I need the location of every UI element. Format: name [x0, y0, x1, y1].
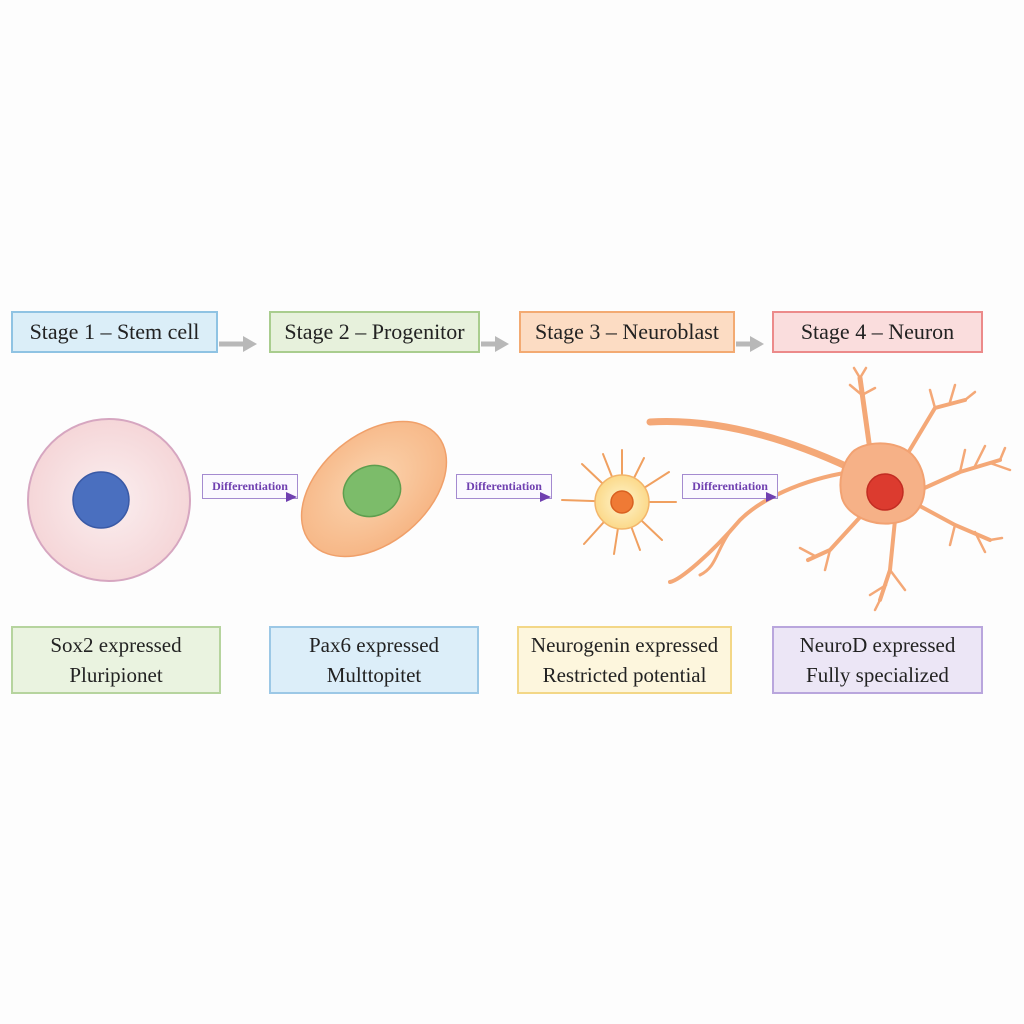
neuroblast-nucleus: [610, 490, 634, 514]
marker-potency: Multtopitet: [326, 663, 422, 687]
stage-1-title: Stage 1 – Stem cell: [11, 311, 218, 353]
stage-3-title: Stage 3 – Neuroblast: [519, 311, 735, 353]
marker-expression: Pax6 expressed: [308, 633, 440, 657]
purple-arrowhead-icon: [286, 492, 297, 502]
stem-cell-nucleus: [72, 471, 130, 529]
stage-3-markers: Neurogenin expressed Restricted potentia…: [517, 626, 732, 694]
purple-arrowhead-icon: [766, 492, 777, 502]
neuron-nucleus: [866, 473, 904, 511]
progenitor-nucleus: [342, 464, 402, 518]
stage-1-markers: Sox2 expressed Pluripionet: [11, 626, 221, 694]
marker-potency: Pluripionet: [69, 663, 163, 687]
gray-arrow-icon: [736, 336, 764, 352]
marker-potency: Fully specialized: [806, 663, 949, 687]
differentiation-label-2: Differentiation: [456, 474, 552, 499]
stage-2-markers: Pax6 expressed Multtopitet: [269, 626, 479, 694]
marker-expression: Sox2 expressed: [50, 633, 182, 657]
gray-arrow-icon: [481, 336, 509, 352]
stage-2-title: Stage 2 – Progenitor: [269, 311, 480, 353]
progenitor-cell-illustration: [300, 420, 448, 558]
differentiation-label-3: Differentiation: [682, 474, 778, 499]
neuroblast-illustration: [561, 449, 677, 555]
stem-cell-illustration: [27, 418, 191, 582]
stage-4-markers: NeuroD expressed Fully specialized: [772, 626, 983, 694]
marker-expression: NeuroD expressed: [799, 633, 956, 657]
marker-potency: Restricted potential: [542, 663, 707, 687]
purple-arrowhead-icon: [540, 492, 551, 502]
neuron-illustration: [646, 366, 1012, 612]
gray-arrow-icon: [219, 336, 257, 352]
marker-expression: Neurogenin expressed: [530, 633, 719, 657]
differentiation-label-1: Differentiation: [202, 474, 298, 499]
stage-4-title: Stage 4 – Neuron: [772, 311, 983, 353]
